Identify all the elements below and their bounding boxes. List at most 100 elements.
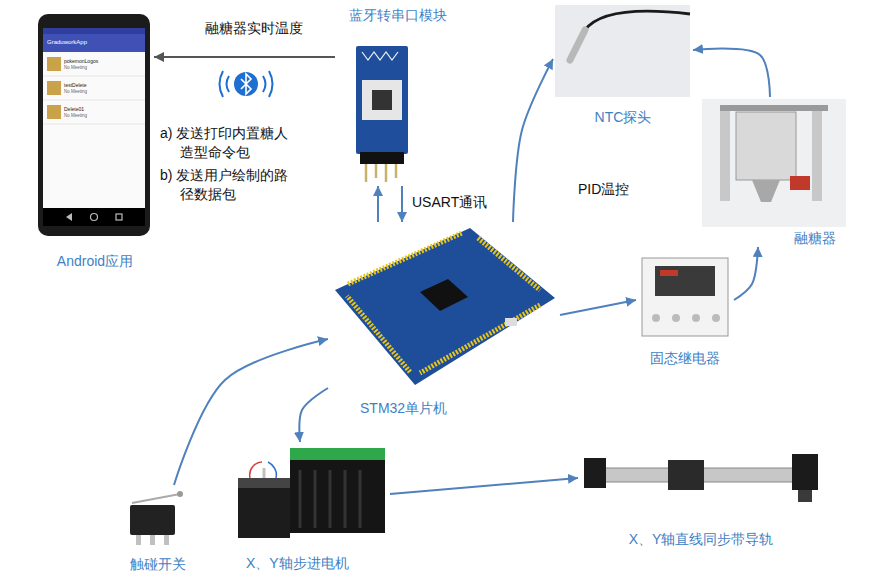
stepper-illustration-part — [299, 470, 302, 528]
component-node: Android应用 — [36, 12, 154, 270]
annotation-label: pokemonLogos — [64, 58, 98, 64]
signal-arrow — [513, 59, 553, 222]
annotation-label: No Meeting — [64, 65, 87, 70]
bluetooth-icon-part — [227, 76, 230, 92]
component-node: STM32单片机 — [328, 222, 560, 417]
relay-illustration-part — [712, 314, 720, 322]
relay-illustration-part — [660, 270, 678, 276]
stepper-illustration-part — [250, 462, 262, 478]
phone-illustration-part — [47, 81, 61, 95]
relay-illustration-part — [655, 266, 715, 296]
signal-arrow — [734, 247, 758, 300]
stepper-illustration — [238, 448, 385, 538]
phone-illustration-part — [43, 76, 145, 77]
relay-illustration — [642, 258, 728, 336]
phone-illustration-part — [43, 124, 145, 125]
melter-illustration — [702, 99, 846, 227]
ntc-probe-illustration — [555, 5, 690, 97]
phone-illustration-part — [66, 213, 72, 221]
bluetooth-icon-part — [241, 74, 251, 94]
phone-illustration-part — [43, 100, 145, 101]
bluetooth-icon-part — [269, 71, 273, 97]
ntc-probe-illustration-part — [555, 5, 690, 97]
phone-illustration-part — [38, 14, 150, 236]
component-node: 触碰开关 — [118, 485, 198, 573]
component-node: X、Y轴直线同步带导轨 — [578, 420, 824, 548]
component-caption: NTC探头 — [595, 108, 652, 126]
bluetooth-module-illustration-part — [360, 152, 404, 164]
stepper-illustration-part — [290, 448, 385, 460]
component-node: 蓝牙转串口模块 — [335, 6, 460, 186]
bluetooth-icon-part — [234, 72, 258, 96]
rail-illustration-part — [584, 458, 606, 488]
signal-arrow — [693, 49, 770, 97]
stepper-illustration-part — [263, 468, 266, 478]
signal-arrow — [560, 300, 636, 315]
bluetooth-module-illustration-part — [362, 52, 398, 60]
annotation-label: a) 发送打印内置糖人造型命令包 — [160, 124, 300, 162]
melter-illustration-part — [752, 180, 780, 202]
bluetooth-icon — [220, 71, 273, 97]
edge-label: 融糖器实时温度 — [203, 19, 305, 38]
component-node: 固态继电器 — [636, 252, 734, 367]
phone-illustration-part — [43, 28, 145, 34]
rail-illustration-part — [668, 460, 704, 490]
annotation-label: No Meeting — [64, 113, 87, 118]
bluetooth-module-illustration-part — [356, 46, 408, 154]
phone-illustration-part — [91, 214, 98, 221]
stm32-board-illustration-part — [505, 318, 517, 326]
phone-illustration — [38, 14, 150, 236]
stepper-illustration-part — [290, 448, 385, 533]
stm32-board-illustration — [335, 228, 555, 385]
relay-illustration-part — [642, 258, 728, 336]
annotation-label: No Meeting — [64, 89, 87, 94]
melter-illustration-part — [790, 176, 810, 190]
switch-illustration-part — [136, 535, 141, 545]
switch-illustration-part — [177, 491, 183, 497]
bluetooth-module-illustration-part — [365, 164, 368, 182]
stm32-board-illustration-part — [348, 233, 462, 284]
component-node: NTC探头 — [553, 4, 693, 126]
switch-illustration-part — [164, 535, 169, 545]
component-caption: 蓝牙转串口模块 — [349, 6, 447, 24]
signal-arrow — [390, 478, 578, 494]
component-caption: STM32单片机 — [360, 399, 447, 417]
stm32-board-illustration-part — [420, 279, 468, 311]
component-caption: 触碰开关 — [130, 555, 186, 573]
phone-illustration-part — [43, 28, 145, 208]
stepper-illustration-part — [314, 470, 317, 528]
stm32-board-illustration-part — [420, 305, 540, 373]
component-caption: 融糖器 — [794, 229, 836, 247]
signal-arrow — [299, 388, 328, 442]
switch-illustration-part — [150, 535, 155, 545]
melter-illustration-part — [720, 111, 730, 201]
stm32-board-illustration-part — [335, 228, 555, 385]
bluetooth-icon-part — [220, 71, 224, 97]
component-caption: X、Y轴步进电机 — [246, 554, 349, 572]
signal-arrow — [401, 186, 403, 222]
stm32-board-illustration-part — [478, 238, 540, 290]
ntc-probe-illustration-part — [585, 11, 690, 30]
phone-illustration-part — [47, 105, 61, 119]
melter-illustration-part — [720, 105, 828, 111]
bluetooth-module-illustration-part — [375, 164, 378, 178]
edge-label: USART通讯 — [410, 193, 489, 212]
switch-illustration-part — [132, 494, 180, 503]
phone-illustration-part — [43, 34, 145, 52]
stepper-illustration-part — [359, 470, 362, 528]
signal-arrow — [174, 339, 328, 485]
stepper-illustration-part — [344, 470, 347, 528]
stm32-board-illustration-part — [347, 296, 410, 372]
annotation-label: b) 发送用户绘制的路径数据包 — [160, 166, 300, 204]
rail-illustration-part — [798, 490, 812, 502]
rail-illustration-part — [792, 454, 818, 490]
ntc-probe-illustration-part — [570, 30, 585, 60]
annotation-label: Delete01 — [64, 106, 84, 112]
switch-illustration-part — [130, 505, 175, 535]
bluetooth-module-illustration-part — [395, 164, 398, 178]
annotation-label: PID温控 — [578, 180, 629, 199]
phone-illustration-part — [43, 208, 145, 226]
melter-illustration-part — [736, 112, 796, 180]
annotation-label: testDelete — [64, 82, 87, 88]
